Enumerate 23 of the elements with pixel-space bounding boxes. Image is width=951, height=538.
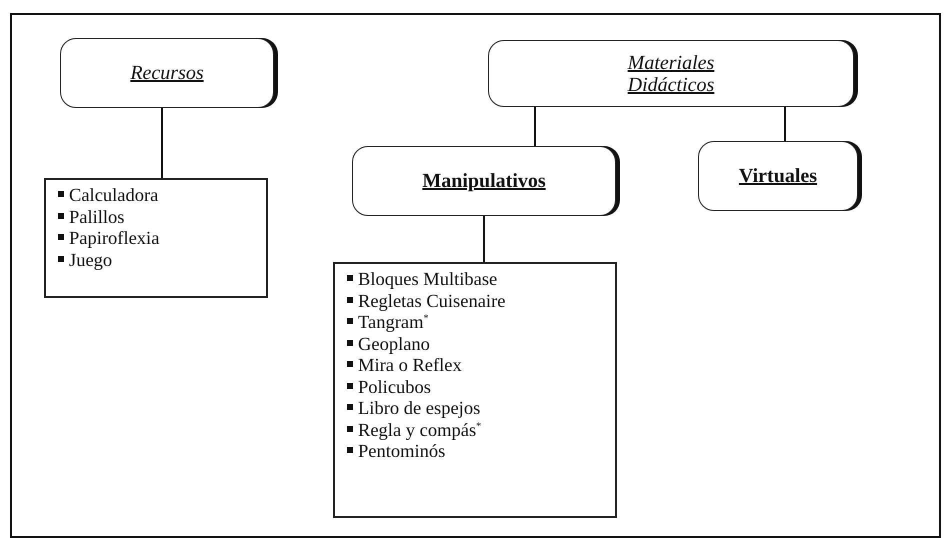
list-item: Bloques Multibase <box>347 270 615 292</box>
connector-line <box>784 107 786 141</box>
connector-line <box>483 216 485 262</box>
list-item: Tangram$^{*}$ <box>347 313 615 334</box>
category-title: Recursos <box>130 62 204 84</box>
category-title: Manipulativos <box>422 170 546 192</box>
list-box <box>44 178 268 298</box>
category-title: Materiales Didácticos <box>626 52 716 96</box>
list-item: Pentominós <box>347 442 615 464</box>
list-item: Policubos <box>347 378 615 399</box>
list-item: Geoplano <box>347 334 615 356</box>
list-item: Mira o Reflex <box>347 356 615 378</box>
list-item: Libro de espejos <box>347 399 615 420</box>
connector-line <box>161 108 163 178</box>
category-title: Virtuales <box>738 165 818 187</box>
list-item: Regla y compás$^{*}$ <box>347 420 615 442</box>
list-item: Juego <box>58 250 266 272</box>
list-item: Regletas Cuisenaire <box>347 292 615 313</box>
list-box <box>333 262 617 518</box>
connector-line <box>534 107 536 146</box>
list-item: Papiroflexia <box>58 229 266 250</box>
list-item: Calculadora <box>58 186 266 208</box>
list-item: Palillos <box>58 208 266 229</box>
